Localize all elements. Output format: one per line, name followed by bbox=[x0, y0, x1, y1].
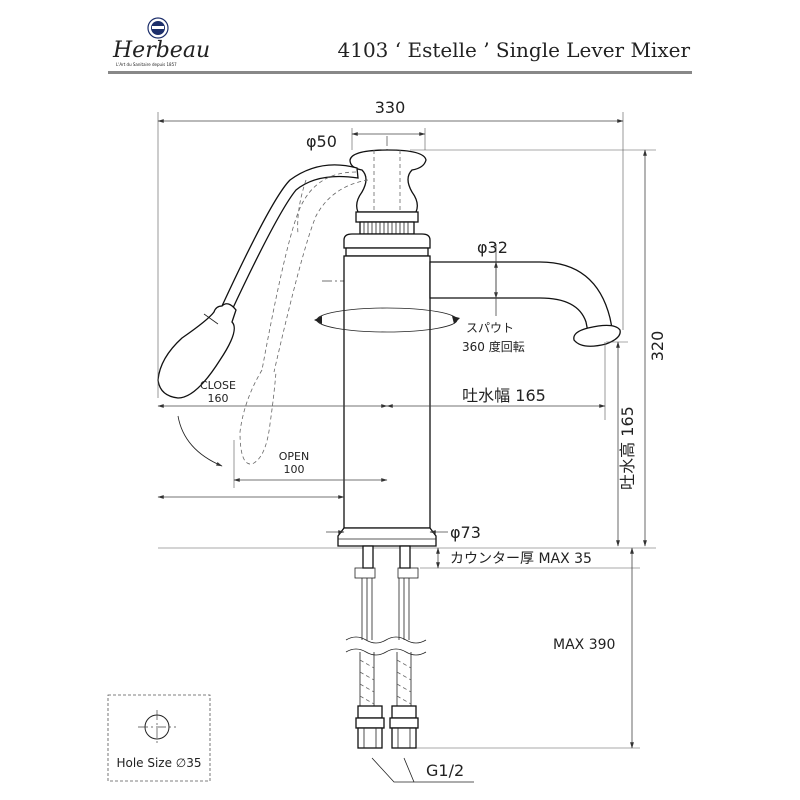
dim-handle-diameter: φ50 bbox=[306, 132, 337, 151]
hole-size-box: Hole Size ∅35 bbox=[107, 694, 211, 782]
dim-close-value: 160 bbox=[208, 392, 229, 405]
brand-tagline: L'Art du Sanitaire depuis 1857 bbox=[116, 62, 177, 67]
faucet-spout bbox=[429, 261, 621, 347]
dim-total-height: 320 bbox=[648, 331, 667, 362]
spout-rotation-indicator bbox=[314, 307, 460, 333]
dim-thread-size: G1/2 bbox=[426, 761, 464, 780]
dim-counter-thickness: カウンター厚 MAX 35 bbox=[450, 551, 592, 567]
dim-total-width: 330 bbox=[375, 98, 406, 117]
lever-closed bbox=[157, 164, 359, 399]
faucet-body bbox=[337, 149, 437, 547]
dim-body-diameter: φ73 bbox=[450, 523, 481, 542]
page-title: 4103 ‘ Estelle ’ Single Lever Mixer bbox=[338, 38, 691, 62]
spout-rotation-label-2: 360 度回転 bbox=[462, 339, 525, 354]
lever-open-dashed bbox=[239, 150, 401, 465]
supply-hoses bbox=[345, 545, 427, 749]
dim-open-value: 100 bbox=[284, 463, 305, 476]
dim-open-label: OPEN bbox=[279, 450, 309, 463]
spout-rotation-label-1: スパウト bbox=[466, 321, 514, 335]
hole-size-label: Hole Size ∅35 bbox=[116, 756, 201, 770]
header-divider bbox=[108, 71, 692, 74]
dim-max-length: MAX 390 bbox=[553, 637, 615, 653]
dim-spout-diameter: φ32 bbox=[477, 238, 508, 257]
brand-logo-emblem bbox=[147, 17, 169, 39]
dim-close-label: CLOSE bbox=[200, 379, 236, 392]
dim-spout-height: 吐水高 165 bbox=[618, 406, 637, 490]
brand-logo: Herbeau bbox=[112, 38, 210, 63]
dim-spout-reach: 吐水幅 165 bbox=[462, 386, 546, 405]
header: Herbeau L'Art du Sanitaire depuis 1857 4… bbox=[108, 17, 692, 74]
